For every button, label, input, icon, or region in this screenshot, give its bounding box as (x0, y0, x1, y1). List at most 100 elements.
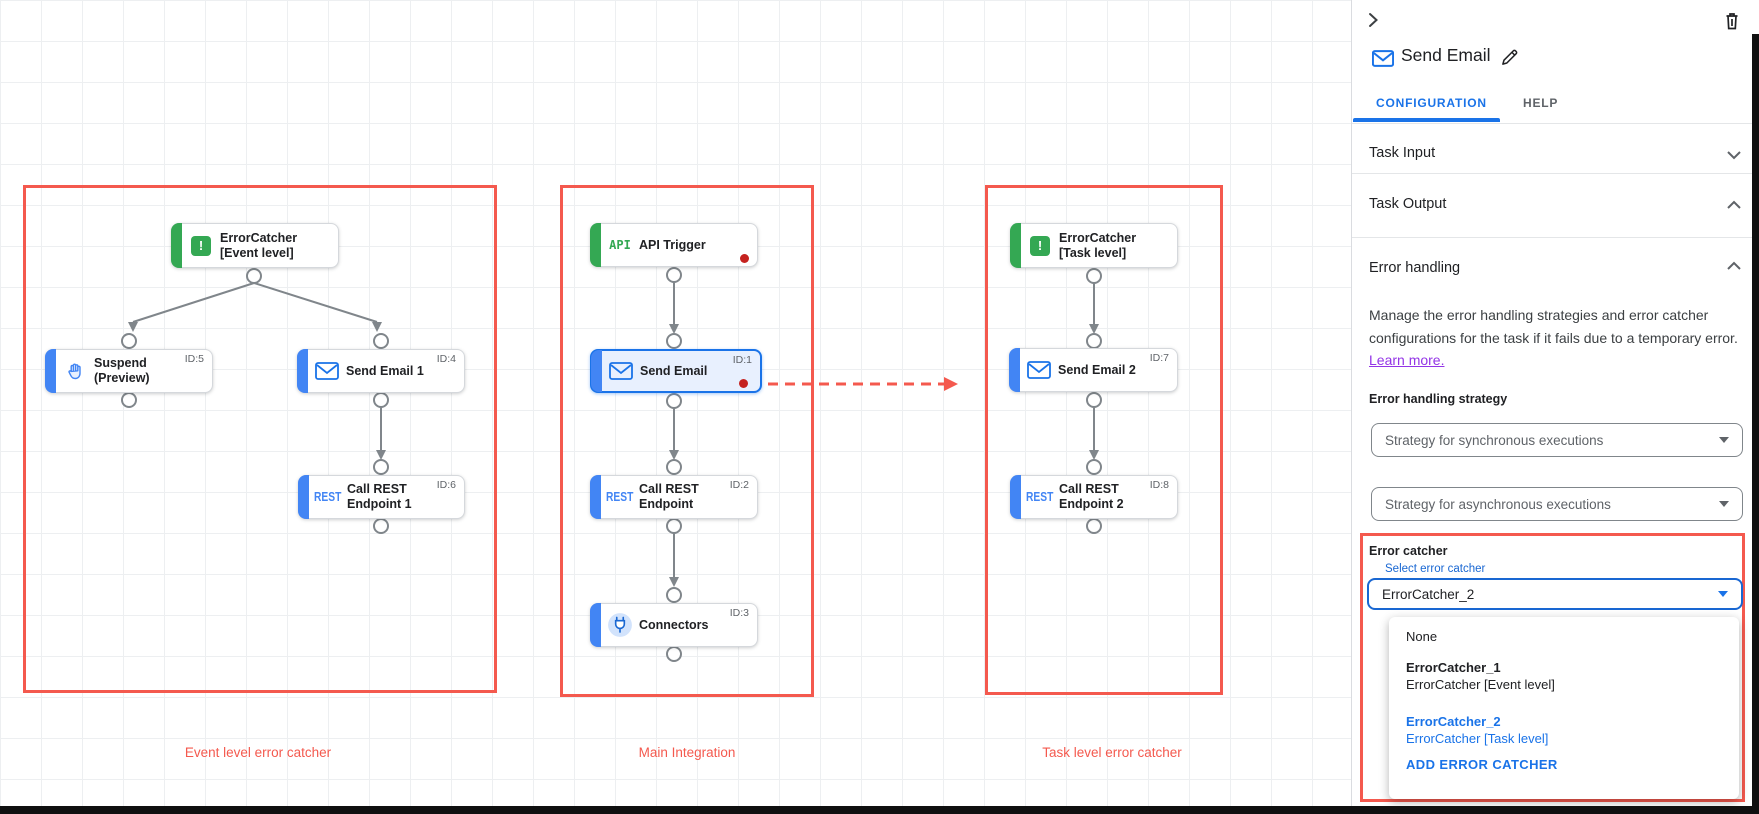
node-accent-bar (298, 475, 309, 519)
error-indicator-dot (740, 254, 749, 263)
menu-option-errorcatcher-2-desc[interactable]: ErrorCatcher [Task level] (1406, 731, 1549, 746)
chevron-right-icon (1369, 13, 1378, 27)
caption-event-level: Event level error catcher (184, 745, 332, 760)
menu-option-none[interactable]: None (1406, 629, 1438, 644)
annotation-box-main-integration (560, 185, 814, 697)
node-label: ErrorCatcher [Event level] (220, 230, 298, 260)
error-handling-description: Manage the error handling strategies and… (1369, 307, 1738, 346)
sync-strategy-value: Strategy for synchronous executions (1385, 432, 1604, 448)
active-tab-indicator (1353, 118, 1500, 122)
tab-help[interactable]: HELP (1523, 96, 1559, 110)
rest-icon: REST (1026, 490, 1054, 504)
node-accent-bar (1009, 348, 1020, 392)
sync-strategy-dropdown[interactable]: Strategy for synchronous executions (1371, 423, 1743, 457)
node-label: Connectors (639, 617, 709, 632)
delete-task-button[interactable] (1723, 11, 1743, 33)
email-icon (1371, 50, 1395, 68)
api-icon: API (609, 238, 631, 252)
node-id-badge: ID:1 (732, 354, 752, 366)
strategy-label: Error handling strategy (1369, 392, 1508, 406)
menu-option-errorcatcher-2[interactable]: ErrorCatcher_2 (1406, 714, 1501, 729)
learn-more-link[interactable]: Learn more. (1369, 352, 1445, 368)
node-id-badge: ID:3 (729, 607, 749, 619)
node-label: Send Email 2 (1058, 362, 1136, 377)
window-edge-bottom (0, 806, 1759, 814)
annotation-box-event-level (23, 185, 497, 693)
menu-option-errorcatcher-1[interactable]: ErrorCatcher_1 (1406, 660, 1501, 675)
node-call-rest-endpoint[interactable]: REST Call REST Endpoint ID:2 (590, 475, 758, 519)
section-task-output[interactable]: Task Output (1369, 196, 1447, 212)
node-accent-bar (45, 349, 56, 393)
error-catcher-icon: ! (191, 235, 211, 256)
node-accent-bar (591, 350, 602, 392)
trash-icon (1726, 13, 1738, 30)
rest-icon: REST (314, 490, 342, 504)
section-error-handling[interactable]: Error handling (1369, 260, 1461, 276)
node-call-rest-endpoint-1[interactable]: REST Call REST Endpoint 1 ID:6 (298, 475, 465, 519)
node-label: API Trigger (639, 237, 706, 252)
annotation-box-task-level (985, 185, 1223, 695)
node-send-email-1[interactable]: Send Email 1 ID:4 (297, 349, 465, 393)
node-accent-bar (1010, 223, 1021, 268)
node-call-rest-endpoint-2[interactable]: REST Call REST Endpoint 2 ID:8 (1010, 475, 1178, 519)
node-label: Suspend (Preview) (94, 356, 150, 385)
node-label: Call REST Endpoint (639, 482, 699, 511)
email-icon (298, 362, 346, 380)
select-error-catcher-value: ErrorCatcher_2 (1382, 586, 1475, 602)
node-accent-bar (1010, 475, 1021, 519)
node-id-badge: ID:4 (436, 353, 456, 365)
node-connectors[interactable]: Connectors ID:3 (590, 603, 758, 647)
node-id-badge: ID:8 (1149, 479, 1169, 491)
error-catcher-icon: ! (1030, 235, 1050, 256)
connector-icon (591, 612, 639, 638)
node-id-badge: ID:5 (184, 353, 204, 365)
node-accent-bar (297, 349, 308, 393)
caption-main-integration: Main Integration (638, 745, 736, 760)
section-task-input[interactable]: Task Input (1369, 145, 1436, 161)
node-accent-bar (590, 223, 601, 267)
dropdown-caret-icon (1719, 501, 1729, 507)
integration-canvas[interactable]: ! ErrorCatcher [Event level] Suspend (Pr… (0, 0, 1351, 814)
email-icon (592, 362, 640, 380)
select-error-catcher-floating-label: Select error catcher (1380, 563, 1491, 575)
node-errorcatcher-event-level[interactable]: ! ErrorCatcher [Event level] (171, 223, 339, 268)
error-catcher-menu: None ErrorCatcher_1 ErrorCatcher [Event … (1389, 617, 1739, 799)
node-suspend[interactable]: Suspend (Preview) ID:5 (45, 349, 213, 393)
node-label: Call REST Endpoint 2 (1059, 482, 1124, 511)
chevron-up-icon[interactable] (1726, 197, 1742, 209)
edit-title-button[interactable] (1500, 48, 1520, 68)
node-label: Send Email 1 (346, 363, 424, 378)
dropdown-caret-icon (1718, 591, 1728, 597)
annotation-box-error-catcher (1360, 533, 1745, 802)
node-label: Send Email (640, 363, 708, 378)
node-accent-bar (590, 475, 601, 519)
node-id-badge: ID:2 (729, 479, 749, 491)
async-strategy-value: Strategy for asynchronous executions (1385, 496, 1611, 512)
hand-icon (46, 360, 94, 382)
panel-title: Send Email (1401, 45, 1491, 65)
node-api-trigger[interactable]: API API Trigger (590, 223, 758, 267)
tab-configuration[interactable]: CONFIGURATION (1376, 96, 1487, 110)
node-errorcatcher-task-level[interactable]: ! ErrorCatcher [Task level] (1010, 223, 1178, 268)
node-send-email-2[interactable]: Send Email 2 ID:7 (1009, 348, 1178, 392)
async-strategy-dropdown[interactable]: Strategy for asynchronous executions (1371, 487, 1743, 521)
chevron-up-icon[interactable] (1726, 258, 1742, 270)
node-accent-bar (171, 223, 182, 268)
chevron-down-icon[interactable] (1726, 147, 1742, 160)
node-id-badge: ID:6 (436, 479, 456, 491)
dropdown-caret-icon (1719, 437, 1729, 443)
scrollbar (1752, 34, 1759, 814)
menu-option-errorcatcher-1-desc[interactable]: ErrorCatcher [Event level] (1406, 677, 1555, 692)
node-id-badge: ID:7 (1149, 352, 1169, 364)
rest-icon: REST (606, 490, 634, 504)
select-error-catcher[interactable]: ErrorCatcher_2 (1367, 578, 1743, 610)
add-error-catcher-button[interactable]: ADD ERROR CATCHER (1406, 757, 1558, 772)
task-config-panel: Send Email CONFIGURATION HELP Task Input… (1351, 0, 1759, 814)
pencil-icon (1502, 49, 1518, 65)
error-catcher-label: Error catcher (1369, 544, 1448, 558)
collapse-panel-button[interactable] (1363, 10, 1385, 32)
email-icon (1010, 361, 1058, 379)
node-accent-bar (590, 603, 601, 647)
node-send-email-selected[interactable]: Send Email ID:1 (590, 349, 762, 393)
